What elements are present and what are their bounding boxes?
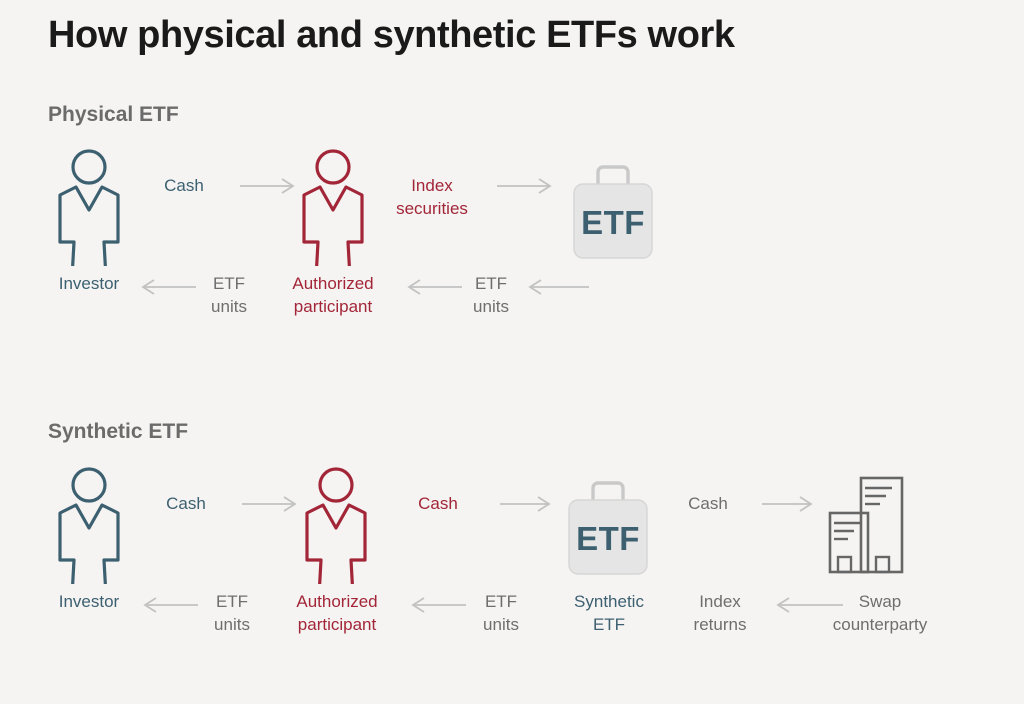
svg-text:ETF: ETF (576, 520, 640, 557)
node-label-authorized-participant: Authorized participant (296, 592, 378, 634)
page-title: How physical and synthetic ETFs work (48, 14, 735, 56)
section-heading-synthetic: Synthetic ETF (48, 420, 189, 443)
arrow-right-icon (497, 178, 553, 200)
synthetic-etf-flow: Investor Cash Authorized participant Cas… (0, 466, 1024, 656)
node-label-swap-counterparty: Swap counterparty (832, 592, 928, 634)
arrow-left-icon (142, 597, 198, 619)
flow-label-etf-units: ETF units (211, 274, 247, 316)
arrow-right-icon (242, 496, 298, 518)
arrow-left-icon (775, 597, 843, 619)
flow-label-cash: Cash (418, 494, 458, 513)
flow-label-index-securities: Index securities (396, 176, 468, 218)
flow-label-etf-units: ETF units (473, 274, 509, 316)
arrow-left-icon (406, 279, 462, 301)
svg-text:ETF: ETF (581, 204, 645, 241)
arrow-right-icon (762, 496, 814, 518)
section-heading-physical: Physical ETF (48, 103, 179, 126)
flow-label-etf-units: ETF units (214, 592, 250, 634)
person-icon-investor (50, 466, 128, 584)
node-label-authorized-participant: Authorized participant (292, 274, 374, 316)
physical-etf-flow: Investor Cash Authorized participant Ind… (0, 148, 1024, 338)
flow-label-cash: Cash (164, 176, 204, 195)
person-icon-authorized-participant (294, 148, 372, 266)
node-label-investor: Investor (58, 274, 120, 293)
building-icon-swap-counterparty (822, 475, 908, 575)
flow-label-etf-units: ETF units (483, 592, 519, 634)
briefcase-icon-etf: ETF (565, 162, 661, 270)
node-label-synthetic-etf: Synthetic ETF (574, 592, 644, 634)
arrow-right-icon (240, 178, 296, 200)
flow-label-index-returns: Index returns (693, 592, 747, 634)
flow-label-cash: Cash (166, 494, 206, 513)
arrow-left-icon (140, 279, 196, 301)
node-label-investor: Investor (58, 592, 120, 611)
person-icon-authorized-participant (297, 466, 375, 584)
arrow-right-icon (500, 496, 552, 518)
arrow-left-icon (410, 597, 466, 619)
arrow-left-icon (527, 279, 589, 301)
flow-label-cash: Cash (688, 494, 728, 513)
person-icon-investor (50, 148, 128, 266)
briefcase-icon-synthetic-etf: ETF (560, 478, 656, 586)
